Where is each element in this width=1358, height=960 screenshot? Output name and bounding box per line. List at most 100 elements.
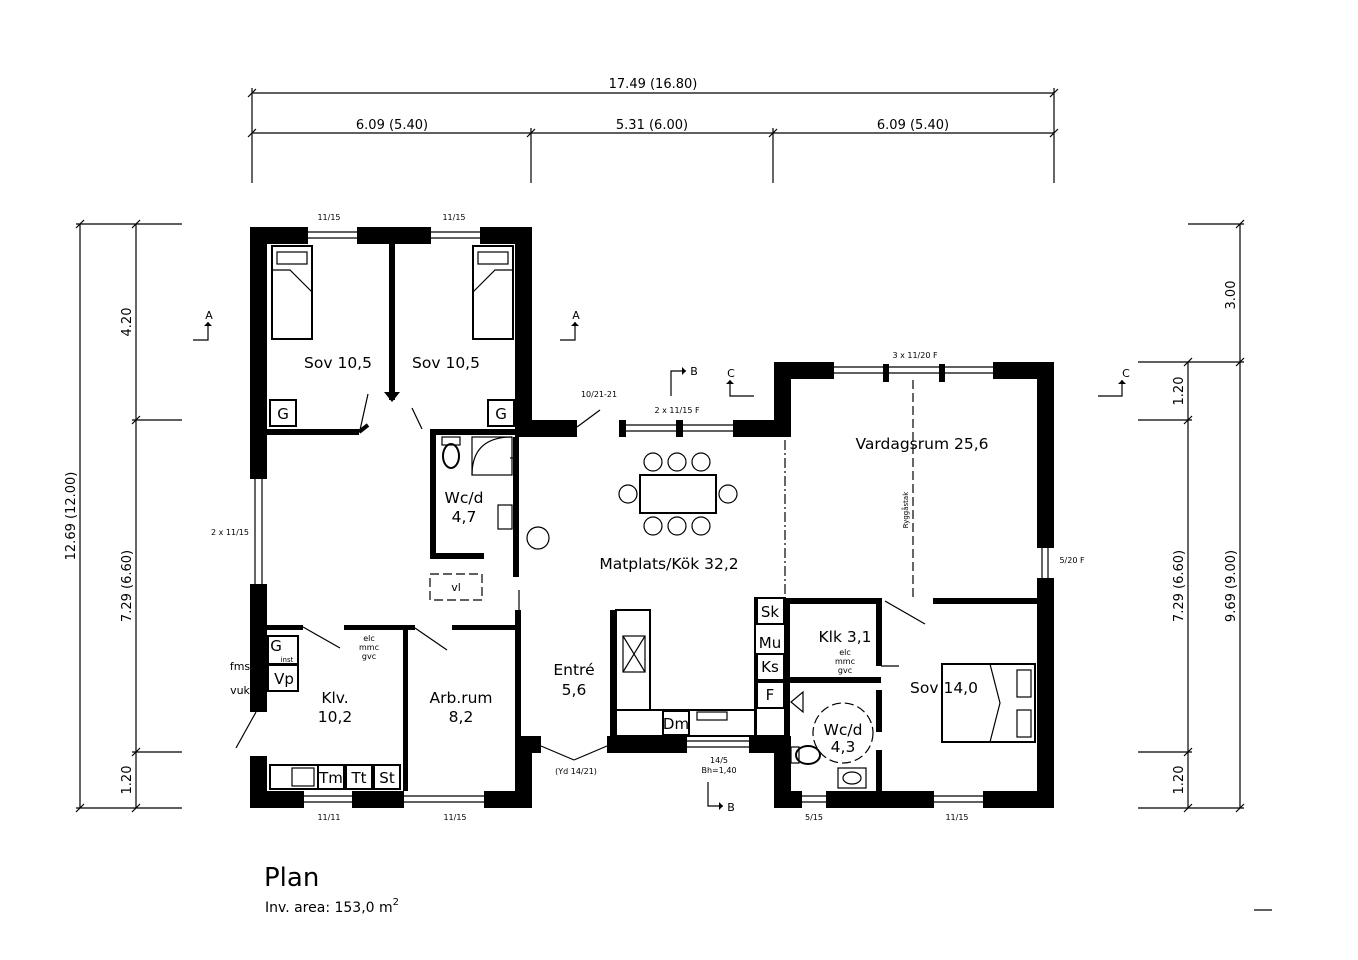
room-wcd-top-name: Wc/d bbox=[445, 489, 484, 507]
appliance-tt-box bbox=[345, 764, 373, 790]
dim-left-seg-3: 1.20 bbox=[120, 766, 135, 795]
opening-2x1115f: 2 x 11/15 F bbox=[654, 406, 700, 415]
section-b-top-marker bbox=[670, 367, 686, 396]
section-a-left-marker bbox=[193, 322, 212, 341]
room-sov-left: Sov 10,5 bbox=[304, 354, 372, 372]
installation-g: G bbox=[270, 637, 282, 655]
dim-left-seg-1: 4.20 bbox=[120, 308, 135, 337]
dim-top-seg-2: 5.31 (6.00) bbox=[616, 118, 688, 133]
dim-left-seg-2: 7.29 (6.60) bbox=[120, 550, 135, 622]
dim-left-total: 12.69 (12.00) bbox=[64, 472, 79, 561]
section-a-right: A bbox=[572, 309, 580, 322]
plan-area: Inv. area: 153,0 m2 bbox=[265, 897, 399, 916]
top-dimension-lines bbox=[247, 88, 1059, 183]
section-c-right: C bbox=[1122, 367, 1130, 380]
appliance-ks-box bbox=[756, 653, 785, 681]
opening-145: 14/5 bbox=[710, 756, 728, 765]
bathroom-bottom-fixtures bbox=[790, 690, 874, 789]
dim-top-seg-1: 6.09 (5.40) bbox=[356, 118, 428, 133]
section-b-bottom: B bbox=[727, 801, 735, 814]
bed-double bbox=[941, 663, 1036, 743]
opening-bh: Bh=1,40 bbox=[701, 766, 736, 775]
wardrobe-g2: G bbox=[495, 405, 507, 423]
left-dimension-lines bbox=[75, 219, 182, 813]
opening-520f: 5/20 F bbox=[1059, 556, 1085, 565]
installation-inst: inst bbox=[281, 656, 294, 664]
appliance-f-box bbox=[756, 681, 785, 709]
room-sov-right: Sov 14,0 bbox=[910, 679, 978, 697]
opening-bot-4: 11/15 bbox=[945, 813, 968, 822]
dim-right-outer-2: 9.69 (9.00) bbox=[1224, 550, 1239, 622]
opening-bot-1: 11/11 bbox=[317, 813, 340, 822]
section-a-left: A bbox=[205, 309, 213, 322]
appliance-mu: Mu bbox=[759, 634, 781, 652]
exterior-walls bbox=[250, 227, 1054, 808]
appliance-ks: Ks bbox=[761, 658, 779, 676]
opening-top-2: 11/15 bbox=[442, 213, 465, 222]
opening-3x1120f: 3 x 11/20 F bbox=[892, 351, 938, 360]
dim-right-outer-1: 3.00 bbox=[1224, 281, 1239, 310]
appliance-sk-box bbox=[756, 597, 785, 625]
opening-bot-2: 11/15 bbox=[443, 813, 466, 822]
room-klv-name: Klv. bbox=[321, 689, 348, 707]
plan-area-sup: 2 bbox=[393, 897, 399, 908]
vl-label: vl bbox=[451, 581, 461, 594]
elc2-line1: elc bbox=[839, 648, 851, 657]
bathroom-top-fixtures bbox=[441, 436, 550, 550]
plan-area-label: Inv. area: 153,0 m bbox=[265, 900, 393, 916]
dim-top-seg-3: 6.09 (5.40) bbox=[877, 118, 949, 133]
appliance-tt: Tt bbox=[350, 769, 366, 787]
bed-middle bbox=[472, 245, 514, 340]
room-arbrum-area: 8,2 bbox=[449, 708, 474, 726]
room-sov-mid: Sov 10,5 bbox=[412, 354, 480, 372]
opening-top-1: 11/15 bbox=[317, 213, 340, 222]
appliance-f: F bbox=[766, 686, 775, 704]
appliance-dm: Dm bbox=[663, 715, 689, 733]
opening-yd: (Yd 14/21) bbox=[555, 767, 597, 776]
window-glazing bbox=[254, 231, 1049, 803]
bed-left bbox=[271, 245, 313, 340]
room-arbrum-name: Arb.rum bbox=[429, 689, 492, 707]
section-c-left: C bbox=[727, 367, 735, 380]
dining-table bbox=[618, 452, 738, 536]
dim-top-total: 17.49 (16.80) bbox=[609, 77, 698, 92]
room-klk: Klk 3,1 bbox=[818, 628, 871, 646]
elc2-line3: gvc bbox=[838, 666, 852, 675]
room-entre-name: Entré bbox=[553, 661, 594, 679]
dim-right-inner-2: 7.29 (6.60) bbox=[1172, 550, 1187, 622]
appliance-tm-box bbox=[317, 764, 345, 790]
opening-door-1021: 10/21-21 bbox=[581, 390, 617, 399]
appliance-st: St bbox=[379, 769, 395, 787]
room-wcd-top-area: 4,7 bbox=[452, 508, 477, 526]
room-klv-area: 10,2 bbox=[318, 708, 353, 726]
elc1-line3: gvc bbox=[362, 652, 376, 661]
room-matplats-kok: Matplats/Kök 32,2 bbox=[599, 555, 738, 573]
ventilation-box bbox=[429, 573, 483, 601]
right-dimension-lines bbox=[1138, 219, 1245, 813]
appliance-st-box bbox=[373, 764, 401, 790]
door-swings bbox=[235, 393, 926, 761]
section-a-right-marker bbox=[560, 322, 579, 341]
opening-left: 2 x 11/15 bbox=[211, 528, 249, 537]
interior-walls bbox=[267, 240, 1037, 791]
label-vuk: vuk bbox=[230, 684, 250, 697]
dim-right-inner-1: 1.20 bbox=[1172, 377, 1187, 406]
ridge-label: Ryggåstak bbox=[901, 491, 910, 528]
space-dividers bbox=[784, 380, 914, 598]
appliance-tm: Tm bbox=[318, 769, 343, 787]
room-entre-area: 5,6 bbox=[562, 681, 587, 699]
wardrobe-g1-box bbox=[269, 399, 297, 427]
room-wcd-bottom-name: Wc/d bbox=[824, 721, 863, 739]
section-b-bottom-marker bbox=[707, 782, 723, 810]
wardrobe-g2-box bbox=[487, 399, 515, 427]
installation-box bbox=[267, 635, 299, 665]
room-wcd-bottom-area: 4,3 bbox=[831, 738, 856, 756]
appliance-dm-box bbox=[662, 710, 690, 736]
kitchen-counter bbox=[615, 597, 786, 737]
room-vardagsrum: Vardagsrum 25,6 bbox=[856, 435, 989, 453]
section-c-right-marker bbox=[1098, 380, 1126, 397]
heat-pump-vp: Vp bbox=[274, 670, 294, 688]
elc1-line2: mmc bbox=[359, 643, 379, 652]
section-c-left-marker bbox=[726, 380, 754, 397]
